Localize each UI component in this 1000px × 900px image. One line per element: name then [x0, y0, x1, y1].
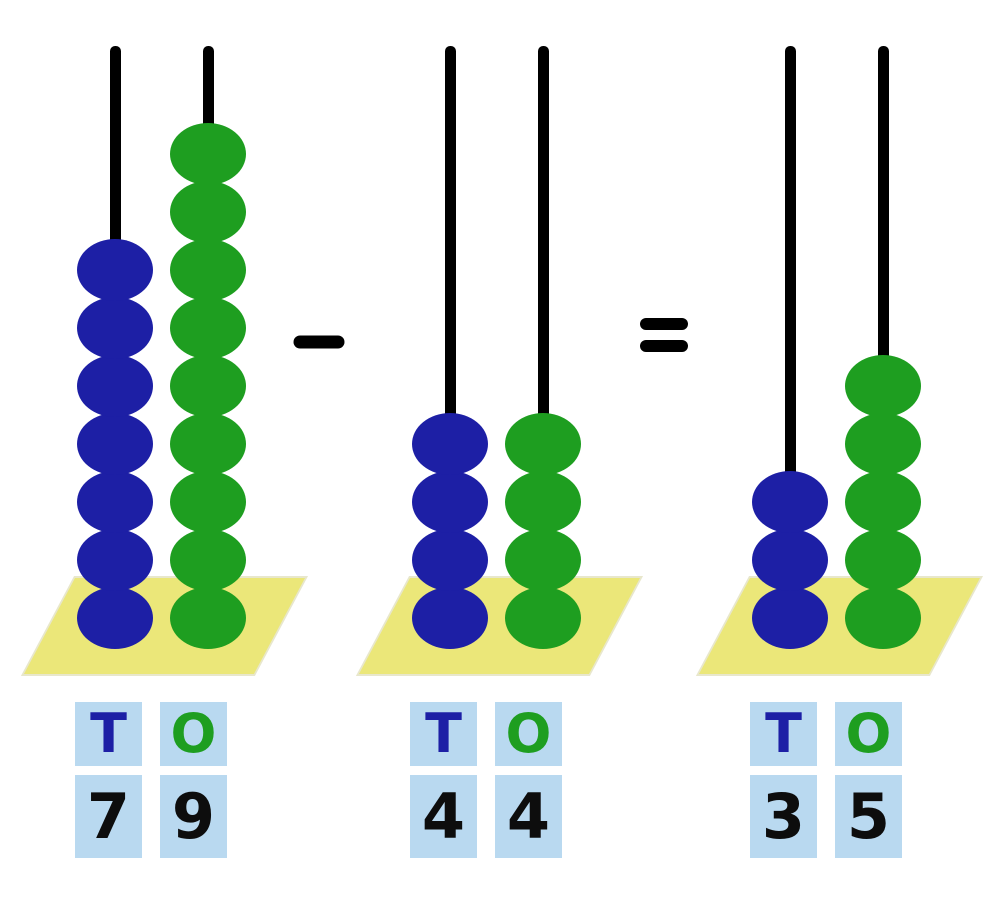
bead [845, 587, 921, 649]
tens-header-cell: T [410, 702, 477, 766]
ones-header-cell: O [835, 702, 902, 766]
tens-header-cell: T [750, 702, 817, 766]
bead [505, 471, 581, 533]
ones-rod [878, 46, 889, 596]
bead [170, 471, 246, 533]
bead [412, 529, 488, 591]
bead [170, 239, 246, 301]
abacus-minuend: T O 7 9 [20, 0, 340, 900]
ones-bead-stack [695, 0, 1000, 900]
bead [77, 587, 153, 649]
abacus-subtrahend: T O 4 4 [355, 0, 675, 900]
bead [752, 529, 828, 591]
equals-operator: = [634, 290, 694, 380]
bead [845, 413, 921, 475]
bead [170, 181, 246, 243]
bead [752, 587, 828, 649]
bead [412, 587, 488, 649]
equals-icon [640, 318, 688, 352]
tens-bead-stack [355, 0, 675, 900]
ones-header-cell: O [495, 702, 562, 766]
bead [412, 413, 488, 475]
tens-rod [785, 46, 796, 596]
place-value-table: T O 7 9 [75, 702, 227, 858]
place-value-table: T O 4 4 [410, 702, 562, 858]
bead [752, 471, 828, 533]
ones-digit-cell: 4 [495, 775, 562, 858]
tens-bead-stack [695, 0, 1000, 900]
bead [845, 529, 921, 591]
bead [170, 529, 246, 591]
bead [505, 413, 581, 475]
ones-bead-stack [355, 0, 675, 900]
minus-icon [293, 335, 345, 349]
tens-bead-stack [20, 0, 340, 900]
bead [170, 413, 246, 475]
bead [77, 471, 153, 533]
bead [170, 355, 246, 417]
bead [77, 529, 153, 591]
abacus-difference: T O 3 5 [695, 0, 1000, 900]
tens-header-cell: T [75, 702, 142, 766]
bead [77, 297, 153, 359]
bead [77, 239, 153, 301]
ones-rod [538, 46, 549, 596]
ones-header-cell: O [160, 702, 227, 766]
ones-digit-cell: 5 [835, 775, 902, 858]
bead [412, 471, 488, 533]
ones-digit-cell: 9 [160, 775, 227, 858]
bead [505, 587, 581, 649]
tens-digit-cell: 3 [750, 775, 817, 858]
tens-rod [445, 46, 456, 596]
tens-digit-cell: 7 [75, 775, 142, 858]
minus-operator: − [289, 297, 349, 387]
bead [170, 123, 246, 185]
tens-digit-cell: 4 [410, 775, 477, 858]
bead [845, 471, 921, 533]
bead [77, 355, 153, 417]
bead [170, 297, 246, 359]
bead [845, 355, 921, 417]
ones-bead-stack [20, 0, 340, 900]
bead [505, 529, 581, 591]
bead [170, 587, 246, 649]
place-value-table: T O 3 5 [750, 702, 902, 858]
bead [77, 413, 153, 475]
